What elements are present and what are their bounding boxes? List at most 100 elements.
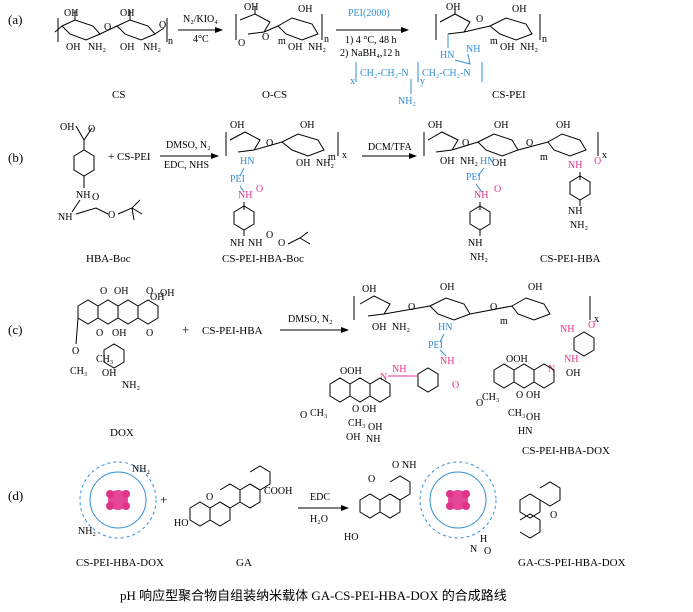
svg-text:NH₂: NH₂ [308, 42, 326, 53]
svg-text:OH: OH [112, 328, 126, 339]
svg-text:O: O [96, 328, 103, 339]
panel-c-label: (c) [8, 322, 22, 337]
svg-text:OH: OH [428, 120, 442, 131]
svg-text:OH: OH [296, 158, 310, 169]
svg-text:O: O [238, 38, 245, 49]
svg-text:CH₃: CH₃ [482, 392, 499, 403]
svg-text:O: O [494, 184, 501, 195]
svg-text:O: O [300, 410, 307, 421]
svg-text:NH₂: NH₂ [470, 252, 488, 263]
nanoparticle-left: NH₂ NH₂ [78, 461, 157, 539]
svg-text:OH: OH [102, 368, 116, 379]
svg-text:O: O [476, 398, 483, 409]
svg-text:O: O [88, 124, 95, 135]
pei-label: PEI(2000) [348, 8, 390, 19]
svg-text:OH: OH [500, 42, 514, 53]
svg-text:OH: OH [346, 432, 360, 443]
svg-text:OH: OH [66, 42, 80, 53]
svg-text:HN: HN [438, 322, 452, 333]
svg-text:OH: OH [512, 4, 526, 15]
svg-text:OH: OH [160, 288, 174, 299]
svg-text:CH₃: CH₃ [70, 366, 87, 377]
svg-text:m: m [500, 316, 508, 327]
svg-text:NH: NH [474, 190, 488, 201]
svg-text:m: m [490, 36, 498, 47]
svg-text:OH: OH [120, 8, 134, 19]
plus-cs-pei: + CS-PEI [108, 151, 151, 163]
dox-structure: O OH O OH OH O OH O O CH₃ CH₃ OH NH₂ [70, 286, 174, 391]
svg-text:n: n [324, 34, 329, 45]
svg-text:OH: OH [288, 42, 302, 53]
svg-text:O: O [266, 230, 273, 241]
reagent-a1-bottom: 4°C [193, 34, 209, 45]
svg-text:NH₂: NH₂ [88, 42, 106, 53]
ocs-structure: OH OH O O OH NH₂ m n [235, 2, 329, 53]
svg-text:NH₂: NH₂ [392, 322, 410, 333]
svg-text:NH: NH [560, 324, 574, 335]
svg-text:O: O [352, 404, 359, 415]
reagent-d-bottom: H₂O [310, 514, 328, 525]
svg-text:NH: NH [230, 238, 244, 249]
svg-text:m: m [540, 152, 548, 163]
svg-text:m: m [278, 36, 286, 47]
svg-text:OH: OH [440, 156, 454, 167]
svg-text:NH₂: NH₂ [122, 380, 140, 391]
svg-text:O: O [462, 138, 469, 149]
hba-boc-structure: OH O NH NH O O [58, 122, 143, 223]
figure-caption: pH 响应型聚合物自组装纳米载体 GA-CS-PEI-HBA-DOX 的合成路线 [120, 588, 507, 603]
svg-text:O: O [368, 474, 375, 485]
svg-text:O: O [256, 184, 263, 195]
svg-text:NH₂: NH₂ [520, 42, 538, 53]
svg-text:NH₂: NH₂ [570, 220, 588, 231]
svg-text:O: O [550, 510, 557, 521]
svg-text:x: x [602, 150, 607, 161]
svg-text:O: O [72, 346, 79, 357]
cs-pei-hba-dox-structure: OH OH OH OH NH₂ O O m x HN PEI NH O N NH… [300, 282, 599, 445]
svg-text:CH₃: CH₃ [508, 408, 525, 419]
svg-text:OH: OH [368, 422, 382, 433]
svg-text:O: O [484, 546, 491, 557]
svg-text:NH: NH [568, 206, 582, 217]
reagent-a1-top: N₂/KIO₄ [183, 14, 218, 25]
nh2-top: NH₂ [132, 464, 150, 475]
svg-text:OH: OH [362, 404, 376, 415]
nh2-bottom: NH₂ [78, 526, 96, 537]
svg-text:PEI: PEI [428, 340, 443, 351]
panel-d-label: (d) [8, 488, 23, 503]
cspei-label: CS-PEI [492, 89, 526, 101]
svg-text:N: N [380, 372, 387, 383]
svg-text:O: O [588, 320, 595, 331]
svg-text:OH: OH [244, 2, 258, 13]
svg-text:O: O [490, 302, 497, 313]
cooh-label: COOH [264, 486, 292, 497]
svg-text:NH: NH [248, 238, 262, 249]
reagent-d-top: EDC [310, 492, 330, 503]
svg-text:O: O [594, 156, 601, 167]
ga-product-label: GA-CS-PEI-HBA-DOX [518, 557, 626, 569]
svg-text:NH: NH [466, 44, 480, 55]
svg-text:O: O [104, 22, 111, 33]
svg-text:CH₃: CH₃ [310, 408, 327, 419]
ocs-label: O-CS [262, 89, 287, 101]
svg-text:N: N [548, 364, 555, 375]
svg-text:OH: OH [362, 284, 376, 295]
svg-text:O: O [408, 302, 415, 313]
ga-product-structure: HO O O NH O H N O [344, 460, 561, 557]
cs-pei-hba-boc-label: CS-PEI-HBA-Boc [222, 253, 304, 265]
svg-text:N: N [470, 544, 477, 555]
svg-text:CH₃: CH₃ [96, 354, 113, 365]
cond-c: DMSO, N₂ [288, 314, 333, 325]
svg-text:O: O [392, 460, 399, 471]
svg-text:OH: OH [494, 120, 508, 131]
reagent-a2-line2: 2) NaBH₄,12 h [340, 48, 400, 59]
svg-text:O: O [476, 14, 483, 25]
panel-b-label: (b) [8, 150, 23, 165]
ga-label: GA [236, 557, 252, 569]
svg-text:O: O [108, 210, 115, 221]
svg-text:OH: OH [64, 8, 78, 19]
svg-text:OH: OH [300, 120, 314, 131]
svg-text:NH: NH [440, 356, 454, 367]
cs-label: CS [112, 89, 125, 101]
svg-text:OH: OH [298, 4, 312, 15]
svg-text:x: x [342, 150, 347, 161]
